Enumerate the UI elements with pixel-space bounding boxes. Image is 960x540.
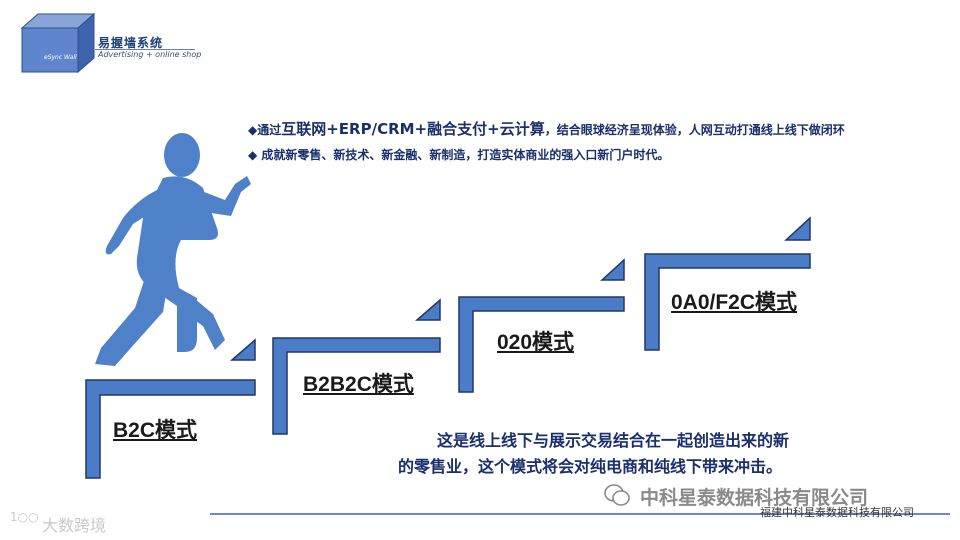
step-3-shape <box>458 296 625 393</box>
step-2-arrow <box>414 298 441 321</box>
step-label-o2o: 020模式 <box>497 331 575 354</box>
step-2-shape <box>272 337 441 435</box>
description-line-1: 这是线上线下与展示交易结合在一起创造出来的新 <box>437 431 790 450</box>
bullet-line-1-highlight: 互联网+ERP/CRM+融合支付+云计算 <box>281 120 545 138</box>
description-line-2: 的零售业，这个模式将会对纯电商和纯线下带来冲击。 <box>398 457 783 476</box>
watermark-bottom-text: 大数跨境 <box>42 516 107 535</box>
logo-cube-icon <box>20 12 96 74</box>
running-man-icon <box>95 133 251 366</box>
bullet-line-1-prefix: ◆通过 <box>248 123 282 137</box>
logo-subtitle: Advertising + online shop <box>98 50 202 59</box>
footer-company: 福建中科星泰数据科技有限公司 <box>760 506 914 519</box>
step-label-b2b2c: B2B2C模式 <box>303 373 414 396</box>
step-1-arrow <box>229 338 256 361</box>
step-1-shape <box>85 379 256 479</box>
logo-cube-label: eSync Wall <box>44 54 77 61</box>
wechat-icon <box>604 484 630 506</box>
bullet-line-2: ◆ 成就新零售、新技术、新金融、新制造，打造实体商业的强入口新门户时代。 <box>248 148 670 162</box>
watermark-company: 中科星泰数据科技有限公司 <box>640 487 869 509</box>
footer-divider <box>210 513 950 515</box>
step-4-shape <box>644 253 811 351</box>
step-4-arrow <box>784 216 811 241</box>
bullet-line-1: ◆通过互联网+ERP/CRM+融合支付+云计算，结合眼球经济呈现体验，人网互动打… <box>248 118 845 139</box>
step-label-oao-f2c: 0A0/F2C模式 <box>671 291 798 314</box>
step-3-arrow <box>600 258 625 281</box>
logo-divider <box>95 49 195 50</box>
step-label-b2c: B2C模式 <box>113 419 198 442</box>
logo-title: 易握墙系统 <box>98 36 164 50</box>
bullet-line-1-suffix: ，结合眼球经济呈现体验，人网互动打通线上线下做闭环 <box>544 123 845 137</box>
watermark-logo: 1○○ <box>10 510 39 524</box>
